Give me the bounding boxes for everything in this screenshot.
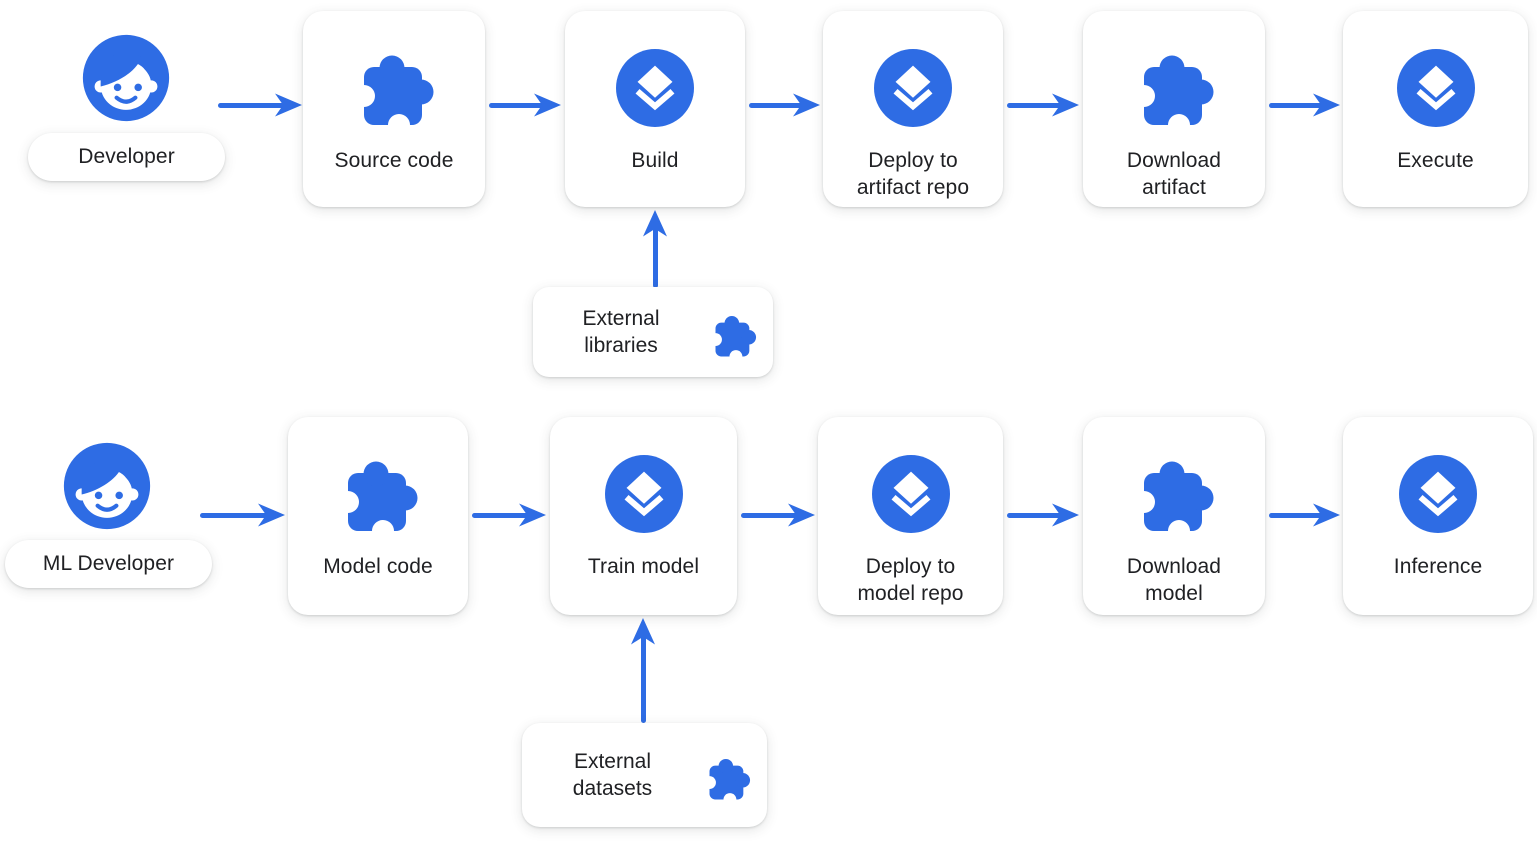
puzzle-icon <box>1083 441 1265 537</box>
layers-icon <box>565 49 745 127</box>
puzzle-icon <box>1083 35 1265 131</box>
layers-icon <box>818 455 1003 533</box>
flow-arrow <box>200 503 285 527</box>
step-label: Train model <box>587 555 700 578</box>
flow-arrow <box>1269 503 1340 527</box>
flow-arrow <box>1007 503 1079 527</box>
flow-arrow <box>472 503 546 527</box>
flow-arrow <box>741 503 815 527</box>
flow-arrow-up <box>643 210 667 288</box>
puzzle-icon <box>288 441 468 537</box>
step-label: Source code <box>334 149 454 172</box>
step-card-build: Build <box>565 11 745 207</box>
step-label: Download model <box>1126 555 1222 605</box>
layers-icon <box>550 455 737 533</box>
step-label: Download artifact <box>1126 149 1222 199</box>
step-card-execute: Execute <box>1343 11 1528 207</box>
external-input-card-libraries: External libraries <box>533 287 773 377</box>
external-input-card-datasets: External datasets <box>522 723 767 827</box>
person-icon <box>62 441 152 536</box>
layers-icon <box>1343 49 1528 127</box>
layers-icon <box>1343 455 1533 533</box>
flow-arrow <box>749 93 820 117</box>
flow-arrow-up <box>631 618 655 723</box>
step-label: Deploy to artifact repo <box>856 149 970 199</box>
step-card-deploy-model-repo: Deploy to model repo <box>818 417 1003 615</box>
actor-label: Developer <box>78 145 175 168</box>
actor-label-pill: ML Developer <box>5 540 212 588</box>
puzzle-icon <box>303 35 485 131</box>
flow-arrow <box>218 93 302 117</box>
step-card-inference: Inference <box>1343 417 1533 615</box>
puzzle-icon <box>699 747 755 803</box>
step-label: Inference <box>1393 555 1483 578</box>
step-label: Model code <box>323 555 433 578</box>
flow-arrow <box>1007 93 1079 117</box>
puzzle-icon <box>705 304 761 360</box>
flow-arrow <box>489 93 561 117</box>
external-input-label: External datasets <box>572 750 653 800</box>
step-label: Deploy to model repo <box>857 555 964 605</box>
layers-icon <box>823 49 1003 127</box>
actor-label: ML Developer <box>42 552 175 575</box>
actor-label-pill: Developer <box>28 133 225 181</box>
step-card-deploy-artifact-repo: Deploy to artifact repo <box>823 11 1003 207</box>
external-input-label: External libraries <box>582 307 660 357</box>
step-card-train-model: Train model <box>550 417 737 615</box>
flow-arrow <box>1269 93 1340 117</box>
step-label: Execute <box>1397 149 1474 172</box>
step-card-download-model: Download model <box>1083 417 1265 615</box>
step-label: Build <box>631 149 679 172</box>
step-card-model-code: Model code <box>288 417 468 615</box>
step-card-source-code: Source code <box>303 11 485 207</box>
step-card-download-artifact: Download artifact <box>1083 11 1265 207</box>
person-icon <box>81 33 171 128</box>
